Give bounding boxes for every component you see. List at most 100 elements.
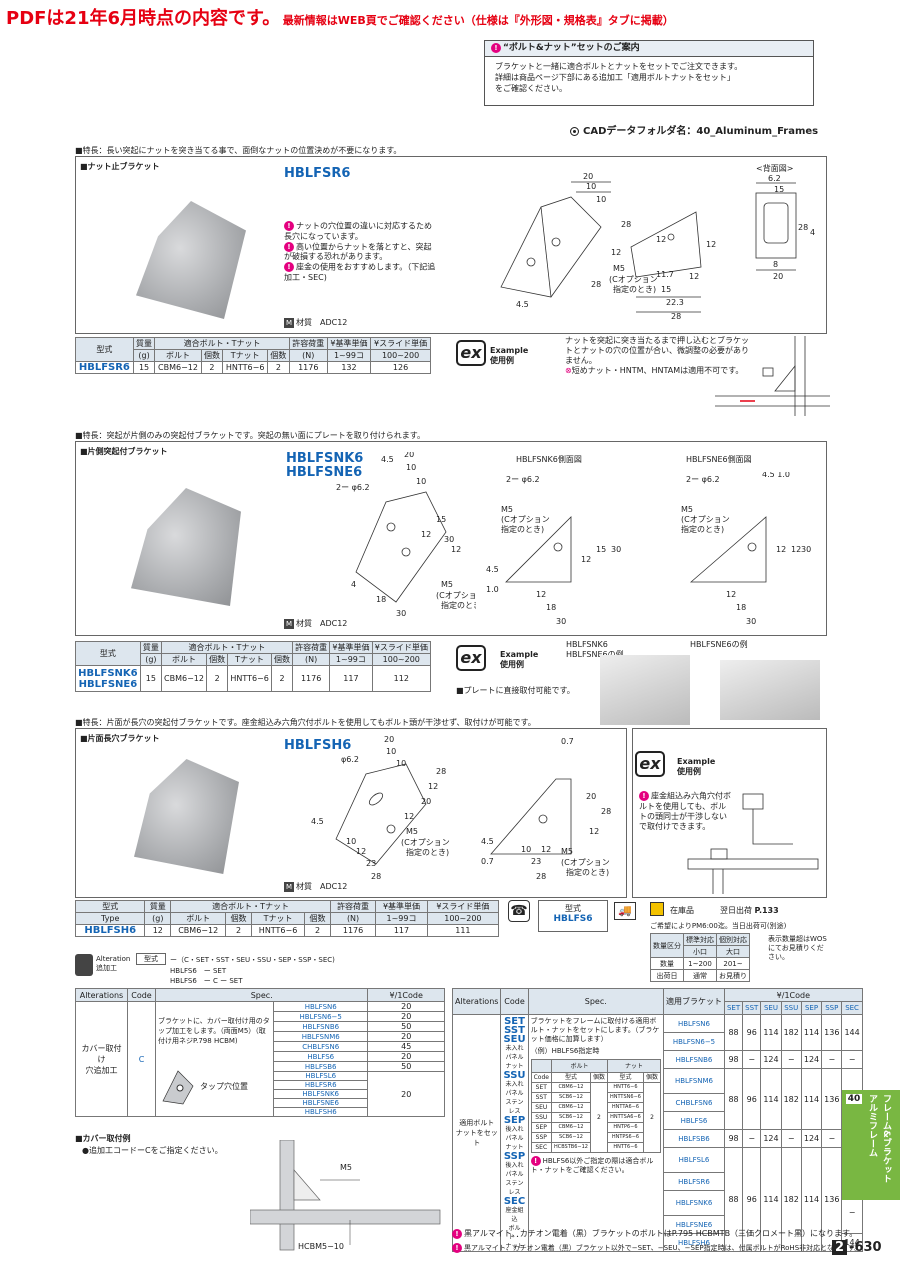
svg-text:4.5: 4.5 [311,817,324,826]
svg-text:10: 10 [596,195,606,204]
svg-text:6.2: 6.2 [768,175,781,183]
spec-table-3: 型式質量適合ボルト・Tナット許容荷重¥基準単価¥スライド単価 Type(g)ボル… [74,900,500,937]
example-photo-b [720,660,820,720]
bracket-photo [134,759,239,874]
svg-text:20: 20 [583,172,593,181]
model-hblfsne6: HBLFSNE6 [286,465,363,480]
svg-text:1.0: 1.0 [486,585,499,594]
cover-note: ●追加工コードーCをご指定ください。 [82,1146,223,1155]
svg-text:M5: M5 [441,580,453,589]
svg-text:20: 20 [421,797,431,806]
svg-text:4.5: 4.5 [481,837,494,846]
example-badge: ex [635,751,665,777]
svg-text:12: 12 [541,845,551,854]
svg-text:10: 10 [386,747,396,756]
svg-text:10: 10 [586,182,596,191]
svg-text:(Cオプション: (Cオプション [681,515,730,524]
page-header: PDFは21年6月時点の内容です。 最新情報はWEB頁でご確認ください（仕様は『… [6,4,674,30]
svg-text:M5: M5 [613,264,625,273]
svg-text:18: 18 [546,603,556,612]
svg-text:12: 12 [404,812,414,821]
wos-note: 表示数量超はWOSにてお見積りください。 [768,935,827,961]
svg-text:指定のとき): 指定のとき) [681,524,724,534]
box-title: ■片側突起付ブラケット [80,447,168,456]
pin-icon: ! [284,262,294,272]
stock-label: 在庫品 [670,906,694,915]
pin-icon: ! [639,791,649,801]
svg-text:12: 12 [611,248,621,257]
svg-text:12: 12 [776,545,786,554]
svg-text:10: 10 [521,845,531,854]
box-title: ■ナット止ブラケット [80,162,160,171]
notice-body: ブラケットと一緒に適合ボルトとナットをセットでご注文できます。 詳細は商品ページ… [495,62,743,93]
side-view-label-2: HBLFSNE6側面図 [686,455,752,464]
hcbm-label: HCBM5−10 [298,1242,344,1251]
svg-text:23: 23 [366,859,376,868]
svg-text:28: 28 [798,223,808,232]
svg-text:12: 12 [689,272,699,281]
drawing-side-views: 2ー φ6.2M5(Cオプション指定のとき)1512304.51.0121830… [486,472,811,626]
svg-text:(Cオプション: (Cオプション [609,275,658,284]
phone-icon: ☎ [508,900,530,922]
alteration-icon [75,954,93,976]
example-note-3: !座金組込み六角穴付ボルトを使用しても、ボルトの頭同士が干渉しないで取付けできま… [639,791,731,831]
m5-label: M5 [340,1163,352,1172]
svg-text:28: 28 [591,280,601,289]
svg-text:8: 8 [773,260,778,269]
svg-text:指定のとき): 指定のとき) [613,284,656,294]
svg-text:指定のとき): 指定のとき) [566,867,609,877]
svg-text:20: 20 [586,792,596,801]
svg-text:20: 20 [404,452,414,459]
svg-text:12: 12 [536,590,546,599]
page-number: 2-630 [832,1240,882,1255]
svg-text:12: 12 [428,782,438,791]
svg-text:28: 28 [371,872,381,881]
pin-icon: ! [452,1228,462,1239]
example-badge: ex [456,645,486,671]
svg-text:18: 18 [376,595,386,604]
svg-text:30: 30 [556,617,566,626]
section-side-tab[interactable]: 40 アルミフレーム フレーム&ブラケット [842,1090,900,1200]
svg-text:指定のとき): 指定のとき) [406,847,449,857]
notes-1: !ナットの穴位置の違いに対応するため長穴になっています。 !高い位置からナットを… [284,221,436,282]
svg-text:(Cオプション: (Cオプション [436,591,476,600]
svg-text:15: 15 [661,285,671,294]
example-drawing-3 [687,793,819,894]
svg-text:12: 12 [656,235,666,244]
feature-1: ■特長：長い突起にナットを突き当てる事で、面倒なナットの位置決めが不要になります… [75,146,402,155]
back-view-label: <背面図> [756,164,794,173]
footnote-1: !黒アルマイト、カチオン電着（黒）ブラケットのボルトはP.795 HCBMTB（… [452,1228,857,1239]
svg-text:28: 28 [671,312,681,321]
tap-hole-drawing [162,1070,194,1105]
notice-title: “ボルト&ナット”セットのご案内 [503,43,640,53]
feature-3: ■特長：片面が長穴の突起付ブラケットです。座金組込み六角穴付ボルトを使用してもボ… [75,718,536,727]
svg-text:(Cオプション: (Cオプション [401,838,450,847]
svg-text:15: 15 [436,515,446,524]
svg-text:28: 28 [536,872,546,881]
ship-note: ご希望によりPM6:00迄。当日出荷可(別途) [650,922,787,930]
svg-text:30: 30 [444,535,454,544]
svg-text:(Cオプション: (Cオプション [561,858,610,867]
svg-text:指定のとき): 指定のとき) [441,600,476,610]
model-hblfsr6: HBLFSR6 [284,166,351,181]
svg-text:12: 12 [356,847,366,856]
svg-text:4.5: 4.5 [486,565,499,574]
svg-text:20: 20 [773,272,783,281]
svg-text:M5: M5 [501,505,513,514]
ship-label: 翌日出荷 P.133 [720,906,779,915]
footnote-2: !黒アルマイト、カチオン電着（黒）ブラケット以外で−SET、−SEU、−SEP指… [452,1243,861,1253]
svg-text:4: 4 [351,580,356,589]
